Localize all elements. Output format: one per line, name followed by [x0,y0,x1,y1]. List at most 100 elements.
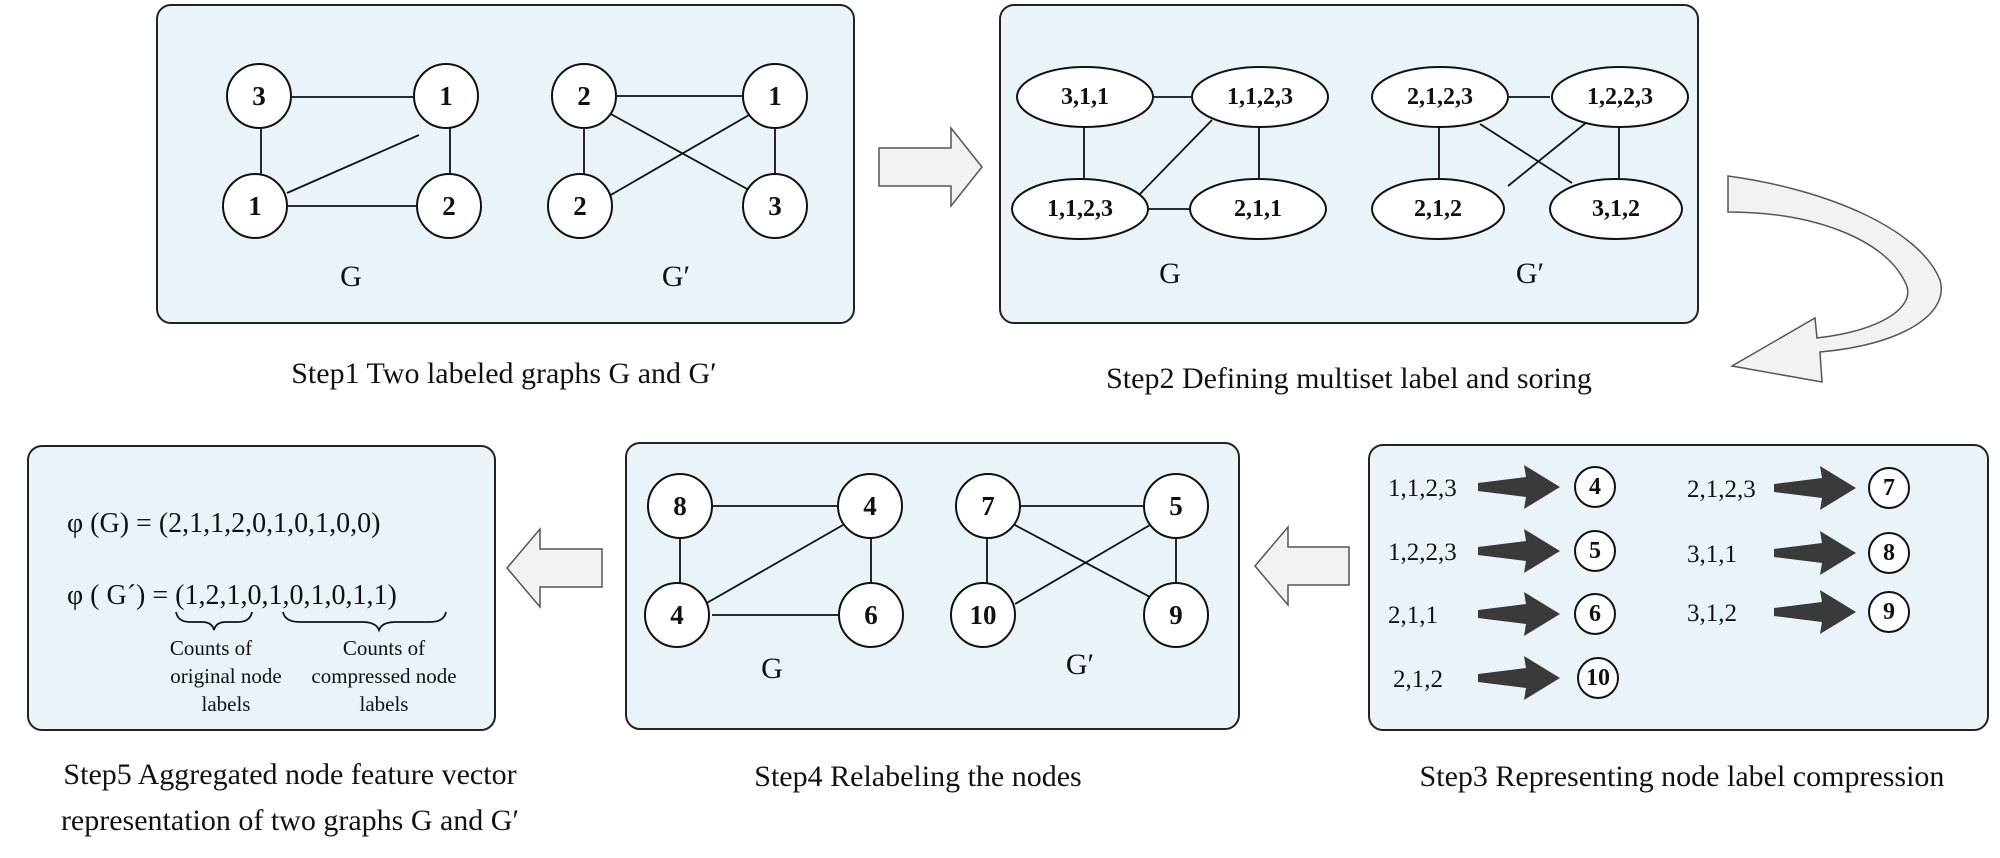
step4-g-node-1: 8 [647,473,713,539]
step4-gp-node-2: 5 [1143,473,1209,539]
mapping-target-node [1868,532,1910,574]
svg-text:9: 9 [1169,600,1183,630]
svg-text:2,1,2,3: 2,1,2,3 [1407,84,1473,110]
step2-g-node-1: 3,1,1 [1016,66,1154,128]
mapping-source-label: 2,1,1 [1388,602,1438,629]
note-compressed-2: compressed node [311,664,456,688]
svg-text:7: 7 [981,491,995,521]
svg-text:2: 2 [573,191,587,221]
mapping-row: 2,1,1 6 [1388,592,1616,636]
mapping-target-node [1574,530,1616,572]
mapping-target-label: 9 [1883,599,1895,625]
svg-text:3,1,1: 3,1,1 [1061,84,1109,110]
mapping-source-label: 1,1,2,3 [1388,475,1457,502]
step4-gp-node-4: 9 [1143,582,1209,648]
vector-g-prime: φ ( G´) = (1,2,1,0,1,0,1,0,1,1) [67,580,397,611]
mapping-target-label: 7 [1883,475,1895,501]
note-compressed-1: Counts of [343,636,425,660]
step1-g-name: G [340,260,362,293]
step4-gp-node-1: 7 [955,473,1021,539]
svg-text:6: 6 [864,600,878,630]
mapping-target-node [1577,657,1619,699]
step2-gp-node-2: 1,2,2,3 [1551,66,1689,128]
mapping-arrow-icon [1478,592,1560,636]
step3-panel [1368,444,1989,731]
step3-caption: Step3 Representing node label compressio… [1420,760,1945,793]
step4-gp-node-3: 10 [950,582,1016,648]
svg-text:3: 3 [252,81,266,111]
svg-text:3: 3 [768,191,782,221]
step2-g-name: G [1159,257,1181,290]
step1-gp-node-2: 1 [742,63,808,129]
brace-compressed [282,611,447,633]
step5-caption-line1: Step5 Aggregated node feature vector [63,758,516,791]
svg-text:1,1,2,3: 1,1,2,3 [1227,84,1293,110]
step2-g-node-4: 2,1,1 [1189,178,1327,240]
step1-g-node-2: 1 [413,63,479,129]
mapping-target-label: 8 [1883,540,1895,566]
mapping-target-node [1574,466,1616,508]
svg-text:1: 1 [248,191,262,221]
step4-g-node-4: 6 [838,582,904,648]
svg-text:2,1,2: 2,1,2 [1414,196,1462,222]
mapping-arrow-icon [1774,466,1856,510]
svg-text:3,1,2: 3,1,2 [1592,196,1640,222]
step2-gp-node-4: 3,1,2 [1549,178,1683,240]
svg-text:8: 8 [673,491,687,521]
mapping-row: 2,1,2,3 7 [1687,466,1910,510]
svg-text:1: 1 [439,81,453,111]
step1-gp-name: G′ [662,260,690,293]
mapping-source-label: 1,2,2,3 [1388,539,1457,566]
svg-text:2: 2 [442,191,456,221]
step5-panel: φ (G) = (2,1,1,2,0,1,0,1,0,0) φ ( G´) = … [27,445,496,731]
svg-text:5: 5 [1169,491,1183,521]
mapping-target-node [1574,593,1616,635]
mapping-target-node [1868,467,1910,509]
arrow-step3-to-step4 [1254,524,1350,608]
step3-mapping-list: 1,1,2,3 4 1,2,2,3 5 2,1,1 6 2,1,2 10 2,1,2,3 7 3,1… [1388,465,1910,700]
mapping-row: 2,1,2 10 [1393,656,1619,700]
step4-g-node-3: 4 [644,582,710,648]
mapping-arrow-icon [1774,590,1856,634]
mapping-source-label: 3,1,1 [1687,541,1737,568]
step2-g-node-2: 1,1,2,3 [1191,66,1329,128]
mapping-source-label: 2,1,2,3 [1687,476,1756,503]
step2-gp-name: G′ [1516,257,1544,290]
vector-g: φ (G) = (2,1,1,2,0,1,0,1,0,0) [67,508,380,539]
mapping-target-label: 4 [1589,474,1601,500]
step2-caption: Step2 Defining multiset label and soring [1106,362,1592,395]
arrow-step2-to-step3 [1727,175,1942,383]
step5-caption-line2: representation of two graphs G and G′ [61,804,519,837]
step2-gp-node-3: 2,1,2 [1371,178,1505,240]
svg-text:4: 4 [670,600,684,630]
arrow-step4-to-step5 [506,526,603,610]
mapping-arrow-icon [1774,531,1856,575]
step4-gp-name: G′ [1066,648,1094,681]
brace-original [175,611,253,631]
step2-g-node-3: 1,1,2,3 [1011,178,1149,240]
step1-gp-node-3: 2 [547,173,613,239]
step1-gp-node-1: 2 [551,63,617,129]
step1-g-node-4: 2 [416,173,482,239]
svg-text:2,1,1: 2,1,1 [1234,196,1282,222]
mapping-target-label: 6 [1589,601,1601,627]
note-compressed-3: labels [360,692,409,716]
mapping-target-label: 5 [1589,538,1601,564]
note-original-2: original node [170,664,281,688]
mapping-source-label: 2,1,2 [1393,666,1443,693]
mapping-target-label: 10 [1586,665,1610,691]
mapping-row: 3,1,1 8 [1687,531,1910,575]
mapping-arrow-icon [1478,529,1560,573]
step4-g-node-2: 4 [837,473,903,539]
arrow-step1-to-step2 [878,125,983,209]
mapping-row: 1,1,2,3 4 [1388,465,1616,509]
note-original-3: labels [202,692,251,716]
step4-caption: Step4 Relabeling the nodes [754,760,1081,793]
svg-text:4: 4 [863,491,877,521]
svg-text:1,1,2,3: 1,1,2,3 [1047,196,1113,222]
step4-panel: 8 4 4 6 G 7 5 10 [625,442,1240,730]
svg-text:1,2,2,3: 1,2,2,3 [1587,84,1653,110]
svg-text:10: 10 [970,600,997,630]
